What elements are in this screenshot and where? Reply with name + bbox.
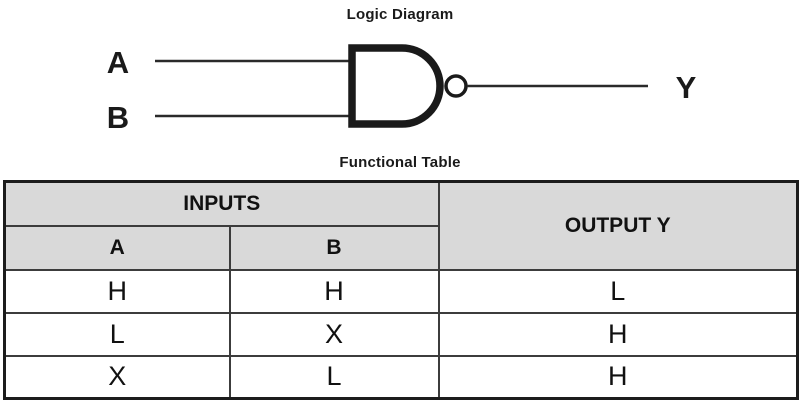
table-header-row-inputs: INPUTS OUTPUT Y [3, 180, 799, 271]
table-row: L X H [3, 311, 799, 357]
output-header-cell: OUTPUT Y [437, 180, 799, 271]
inputs-header-cell: INPUTS [3, 180, 440, 227]
logic-diagram-title: Logic Diagram [346, 6, 454, 23]
cell-b: H [228, 268, 440, 314]
cell-a: X [3, 354, 231, 400]
column-a-header-cell: A [3, 224, 231, 271]
functional-table-title: Functional Table [339, 154, 461, 171]
cell-output: H [437, 311, 799, 357]
cell-b: L [228, 354, 440, 400]
functional-table: INPUTS OUTPUT Y A B H H L L X H X L H [3, 180, 800, 400]
cell-output: L [437, 268, 799, 314]
table-row: H H L [3, 268, 799, 314]
nand-gate-symbol [348, 44, 444, 128]
inversion-bubble-icon [444, 74, 468, 98]
cell-b: X [228, 311, 440, 357]
cell-a: H [3, 268, 231, 314]
nand-gate-diagram: A B Y [107, 44, 697, 135]
table-row: X L H [3, 354, 799, 400]
cell-output: H [437, 354, 799, 400]
column-b-header-cell: B [228, 224, 440, 271]
input-b-label: B [107, 100, 129, 135]
cell-a: L [3, 311, 231, 357]
input-a-label: A [107, 45, 129, 80]
table-header-row-columns: A B [3, 224, 798, 271]
output-y-label: Y [676, 70, 697, 105]
